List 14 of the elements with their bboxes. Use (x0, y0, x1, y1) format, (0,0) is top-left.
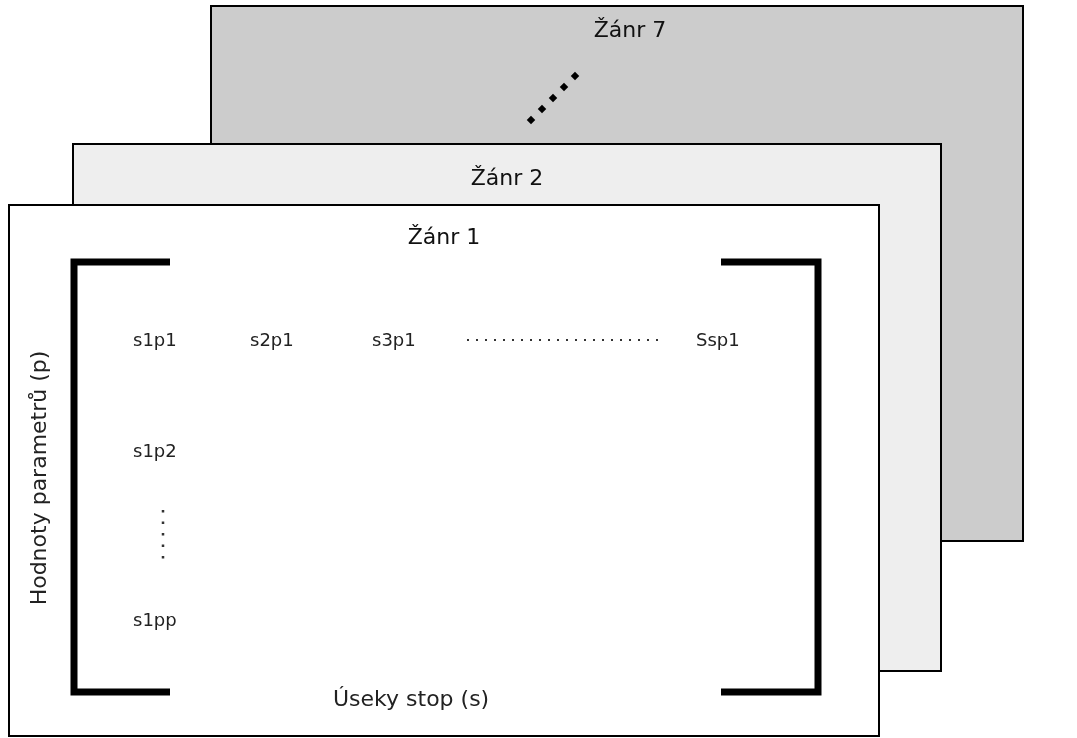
matrix-entry: s1p2 (133, 440, 177, 461)
genre-panel (72, 143, 942, 204)
panel-title: Žánr 2 (470, 165, 544, 190)
panel-title: Žánr 7 (593, 17, 667, 42)
panel-title: Žánr 1 (407, 224, 481, 249)
matrix-entry: s1p1 (133, 329, 177, 350)
matrix-entry: Ssp1 (696, 329, 740, 350)
genre-panel (210, 5, 1024, 143)
matrix-entry: s2p1 (250, 329, 294, 350)
axis-label: Hodnoty parametrů (p) (25, 350, 51, 606)
matrix-entry: s3p1 (372, 329, 416, 350)
matrix-entry: s1pp (133, 609, 177, 630)
axis-label: Úseky stop (s) (333, 686, 490, 711)
genre-panel (8, 204, 880, 737)
